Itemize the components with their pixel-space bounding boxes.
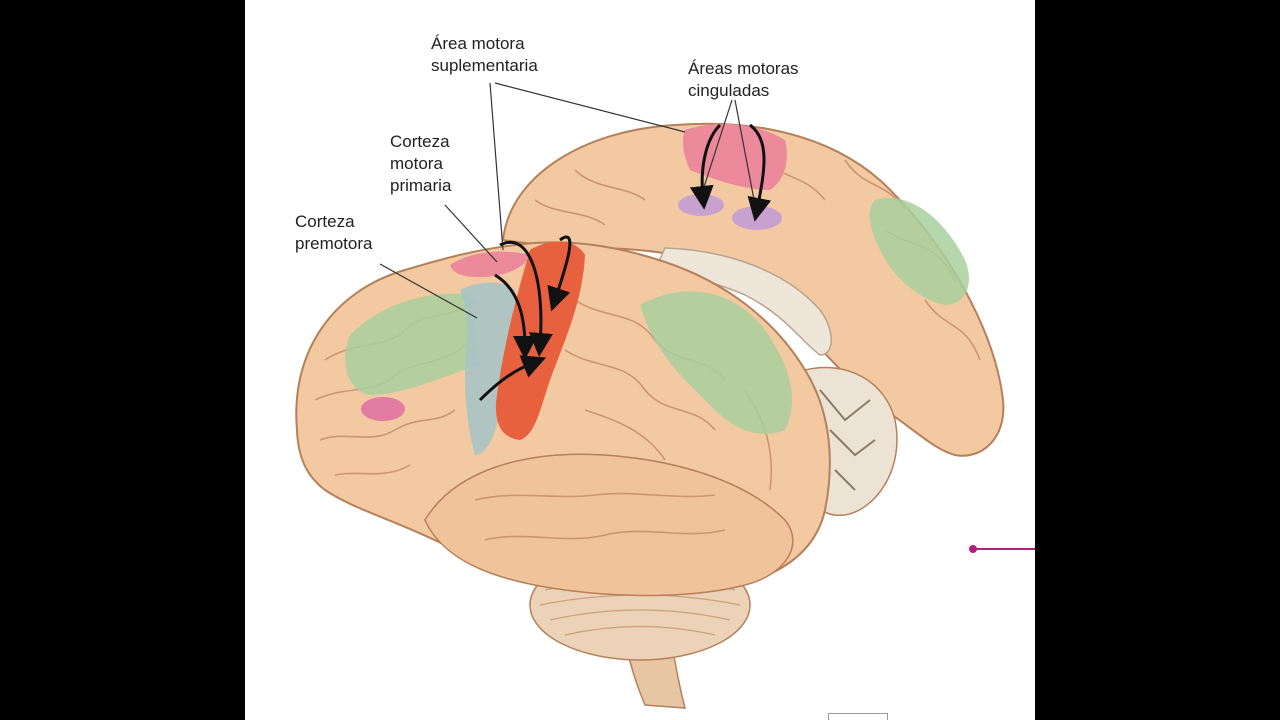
slide-canvas: Área motora suplementaria Áreas motoras … (245, 0, 1035, 720)
right-letterbox (1035, 0, 1280, 720)
pointer-line (975, 548, 1035, 550)
left-letterbox (0, 0, 245, 720)
leader-lines (379, 82, 756, 319)
medial-association-area (869, 198, 969, 305)
pointer-dot (969, 545, 977, 553)
arbor-vitae (819, 389, 876, 491)
brain-illustration (295, 82, 1005, 709)
connection-arrows (478, 123, 772, 402)
label-line: Corteza (295, 212, 355, 231)
label-line: cinguladas (688, 81, 770, 100)
prefrontal-association-area (345, 293, 480, 395)
supplementary-motor-area (450, 251, 530, 278)
frontal-eye-field-spot (361, 397, 405, 421)
label-supplementary-motor-area: Área motora suplementaria (431, 33, 538, 77)
corner-box (828, 713, 888, 720)
parietal-association-area (640, 291, 793, 434)
label-primary-motor-cortex: Corteza motora primaria (390, 131, 451, 197)
label-line: suplementaria (431, 56, 538, 75)
label-line: motora (390, 154, 443, 173)
cingulate-motor-spot-1 (678, 194, 724, 216)
label-line: Áreas motoras (688, 59, 799, 78)
premotor-cortex-area (460, 282, 517, 455)
label-line: premotora (295, 234, 373, 253)
label-line: Área motora (431, 34, 525, 53)
label-line: Corteza (390, 132, 450, 151)
label-cingulate-motor-areas: Áreas motoras cinguladas (688, 58, 799, 102)
label-premotor-cortex: Corteza premotora (295, 211, 372, 255)
temporal-lobe (424, 453, 794, 597)
label-line: primaria (390, 176, 452, 195)
